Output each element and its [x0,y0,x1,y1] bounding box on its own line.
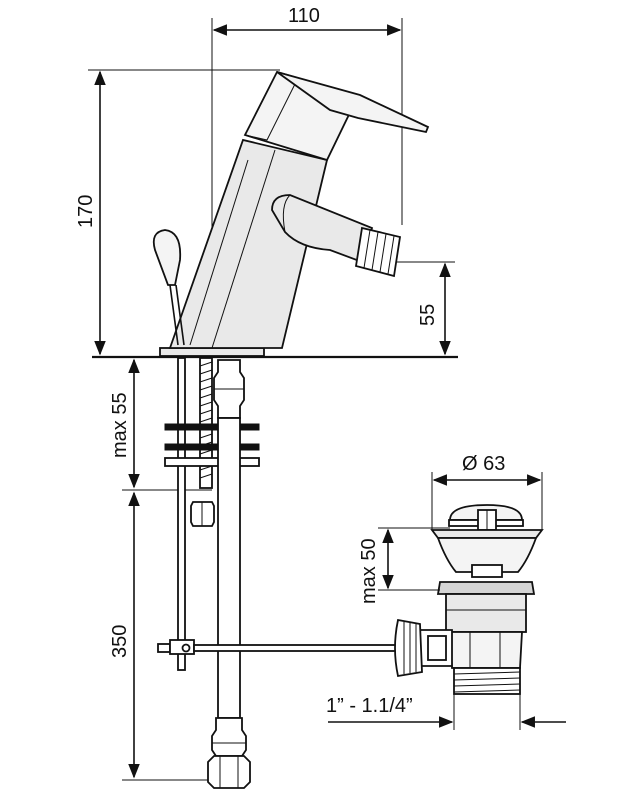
dimension-height: 170 [75,69,280,356]
dimension-waste-thread: 1” - 1.1/4” [326,695,566,728]
dimension-hose-length-label: 350 [109,625,131,658]
dimension-waste-thread-label: 1” - 1.1/4” [326,695,413,717]
waste-assembly [394,504,544,730]
dimension-max-thickness-label: max 55 [109,392,131,458]
dimension-height-label: 170 [75,195,97,228]
dimension-waste-diameter: Ø 63 [431,453,543,530]
mounting-assembly [164,357,260,789]
pop-up-knob [152,229,185,346]
dimension-hose-length: 350 [109,491,212,781]
threaded-stud-lines [199,361,213,479]
dimension-spout-height-label: 55 [417,304,439,326]
dimension-waste-diameter-label: Ø 63 [462,453,505,475]
dimension-max-thickness: max 55 [109,358,212,491]
dimension-spout-height: 55 [395,261,455,356]
faucet-body [159,70,430,357]
dimension-waste-height: max 50 [358,527,450,604]
dimension-waste-height-label: max 50 [358,538,380,604]
pop-up-linkage [157,639,403,655]
dimension-width-label: 110 [288,5,320,27]
